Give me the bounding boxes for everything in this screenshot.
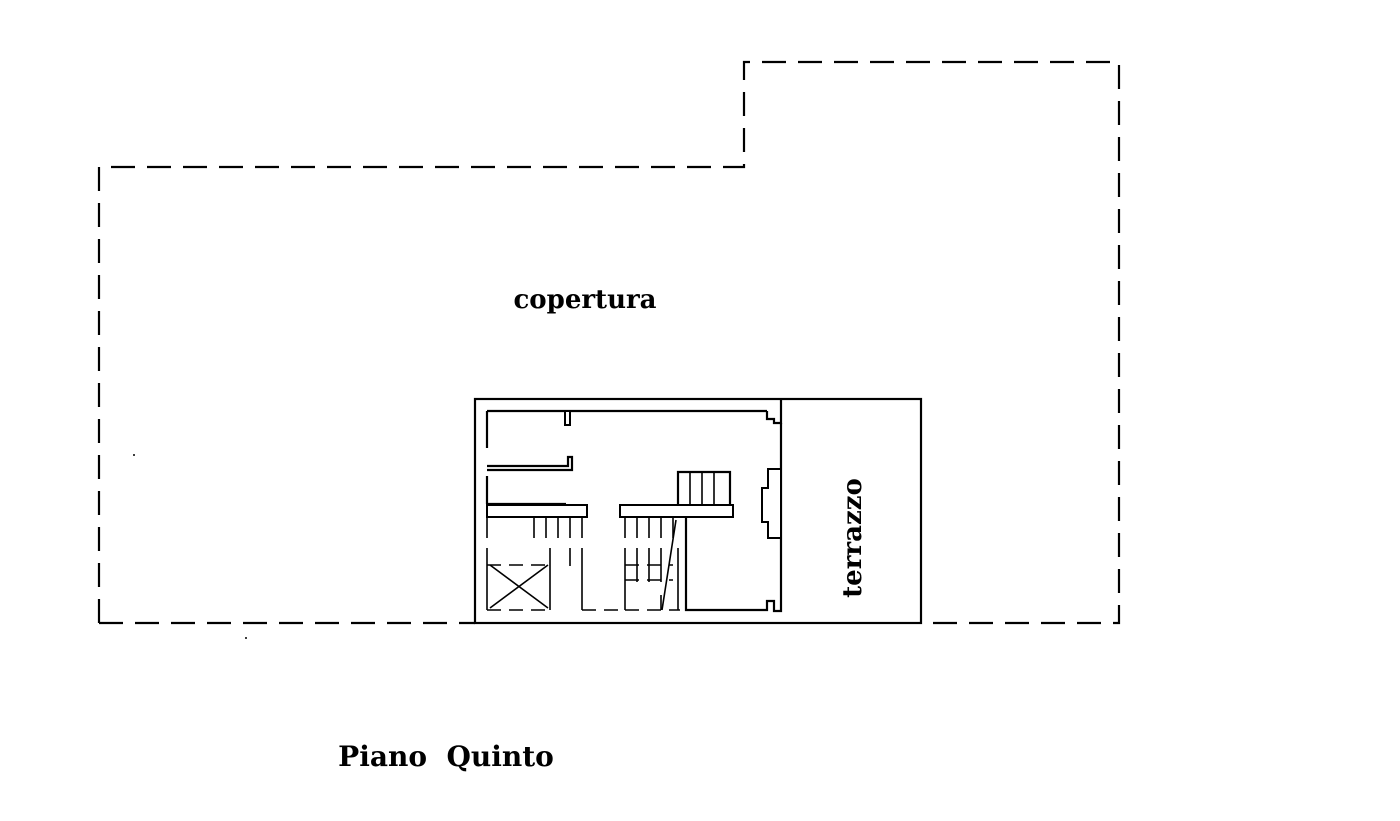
roof-outline [97,60,1121,625]
stair-landing-left [486,504,588,518]
terrace-column [761,468,782,539]
scan-dot [133,454,135,456]
terrace-label: terrazzo [838,478,868,598]
building-outer-wall [473,397,923,625]
building-block [473,397,923,625]
upper-stair-flight [676,470,732,505]
partition-post-top [564,410,571,426]
stair-landing-right [619,504,734,518]
central-stair-flight [624,517,680,611]
scan-dot [245,637,247,639]
terrace-door-jamb-top [765,399,783,425]
left-stair-flight [486,517,625,611]
roof-label: copertura [513,285,656,315]
partition-upper [487,455,574,472]
inner-room-wall [684,517,783,613]
floor-title: Piano Quinto [338,740,554,773]
